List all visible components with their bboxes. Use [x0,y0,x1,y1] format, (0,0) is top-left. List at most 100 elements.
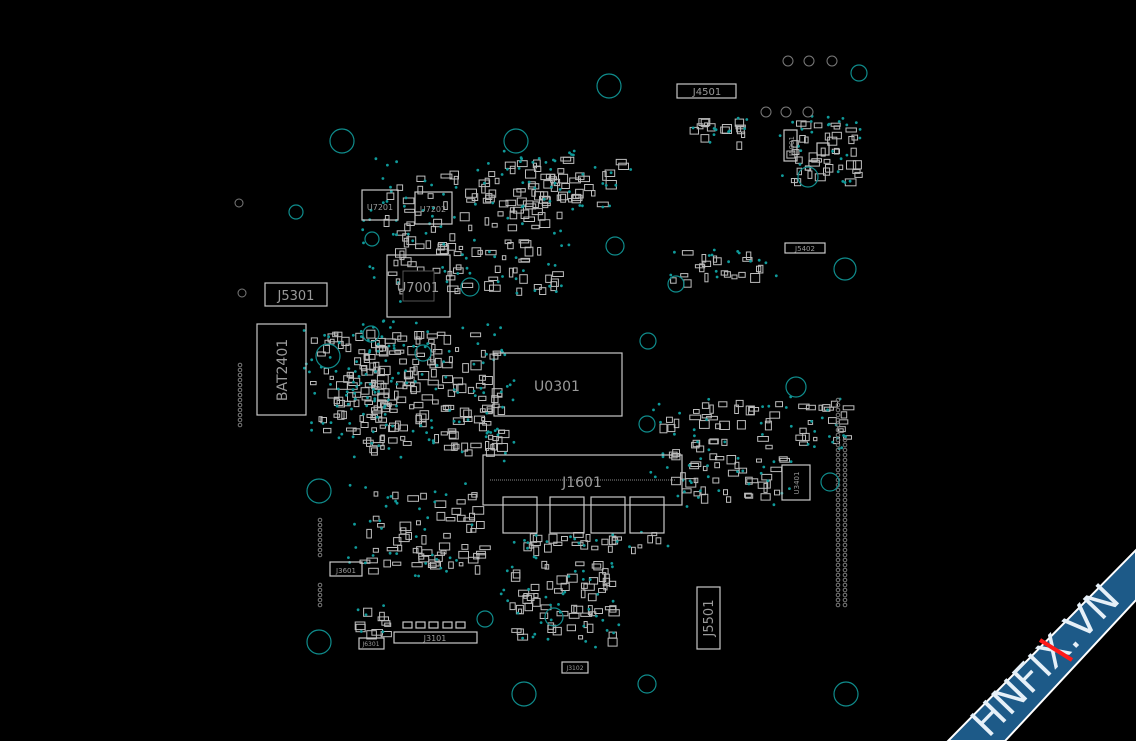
via [512,440,516,444]
via [453,388,456,391]
smd-pad [746,478,759,484]
via [563,590,567,594]
smd-pad [702,465,708,472]
pin-hole [842,507,848,513]
via [537,157,541,160]
via [351,333,355,337]
via [405,381,409,385]
chip-u7201[interactable]: U7201 [361,189,399,221]
smd-pad [693,409,700,414]
via [568,151,571,155]
via [761,433,764,436]
smd-pad [434,434,440,444]
connector-j5501[interactable]: J5501 [696,586,721,650]
pin-hole [237,387,243,393]
smd-pad [735,399,744,408]
pin-hole [237,422,243,428]
via [699,457,703,460]
pin-hole [317,522,323,528]
battery-bat2401[interactable]: BAT2401 [256,323,307,416]
smd-pad [701,254,707,263]
via [340,432,344,436]
smd-pad [734,118,745,127]
via [487,162,490,165]
chip-u7001[interactable]: U7001 [386,254,451,318]
via [826,408,829,412]
via [426,330,430,334]
smd-pad [756,458,762,463]
smd-pad [428,559,440,567]
connector-j4501[interactable]: J4501 [676,83,737,99]
connector-j3101[interactable]: J3101 [393,621,478,644]
smd-pad [410,382,421,393]
smd-pad [552,271,564,278]
via [840,446,844,450]
pin-hole [842,502,848,508]
smd-pad [671,476,681,486]
via [493,333,496,337]
via [403,204,406,208]
via [526,546,529,550]
pin-hole [835,557,841,563]
smd-pad [436,331,446,336]
connector-j5001[interactable]: J5001 [783,129,830,162]
via [373,399,376,403]
via [500,348,504,352]
smd-pad [415,336,421,345]
smd-pad [509,207,515,213]
smd-pad [726,455,737,465]
smd-pad [691,441,700,449]
via [370,441,374,445]
smd-pad [389,350,402,355]
smd-pad [516,188,526,193]
via [611,533,615,537]
smd-pad [736,141,743,150]
via [520,205,524,209]
via [511,398,515,402]
via [533,632,537,636]
pin-hole [835,582,841,588]
smd-pad [796,167,802,176]
connector-j3102[interactable]: J3102 [561,661,589,674]
smd-pad [846,160,857,170]
via [797,144,800,148]
smd-pad [588,611,597,617]
smd-pad [539,612,549,619]
via [570,153,573,156]
pin-hole [842,452,848,458]
connector-j6301[interactable]: J6301 [358,637,385,650]
smd-pad [404,223,411,232]
smd-pad [409,404,415,410]
smd-pad [456,499,466,505]
smd-pad [838,428,844,433]
via [517,167,521,170]
smd-pad [470,528,477,533]
smd-pad [575,561,585,567]
connector-j3601[interactable]: J3601 [329,561,363,577]
smd-pad [830,400,839,408]
via [800,127,804,131]
pin-hole [237,412,243,418]
chip-u7202[interactable]: U7202 [414,191,453,225]
chip-u3401[interactable]: U3401 [781,464,811,501]
smd-pad [416,546,423,554]
smd-pad [402,441,412,446]
via [831,149,834,153]
via [374,157,378,161]
via [414,535,418,538]
smd-pad [795,156,803,164]
connector-j5301[interactable]: J5301 [264,282,328,307]
via [361,228,365,232]
via [373,397,377,401]
via [431,206,435,210]
cpu-u0301[interactable]: U0301 [493,352,623,417]
smd-pad [723,489,728,496]
memory-slot-j1601[interactable]: J1601 [482,454,683,534]
smd-pad [462,363,469,373]
pin-hole [835,587,841,593]
via [759,421,763,425]
via [387,344,391,348]
smd-pad [818,404,823,411]
connector-j5402[interactable]: J5402 [784,242,826,254]
